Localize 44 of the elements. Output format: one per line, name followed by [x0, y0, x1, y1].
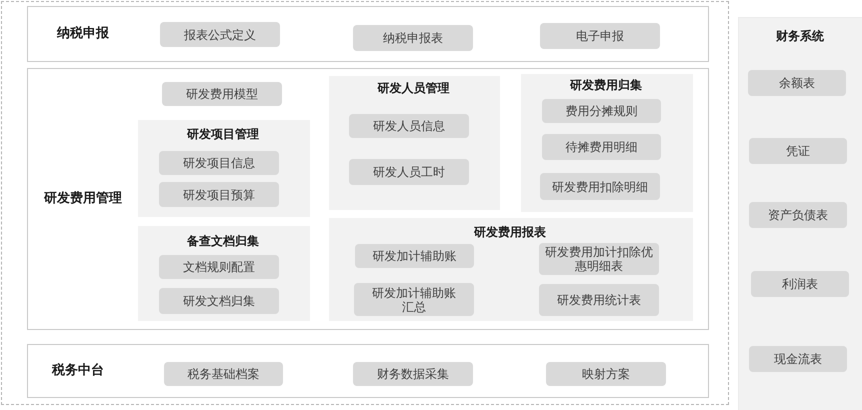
function-box: 待摊费用明细	[542, 134, 661, 160]
group-title: 财务系统	[775, 28, 825, 44]
dashed-frame	[1, 1, 729, 405]
function-box: 费用分摊规则	[542, 99, 661, 123]
layer-title: 税务中台	[50, 362, 105, 380]
function-box: 税务基础档案	[164, 362, 283, 386]
function-box: 研发文档归集	[159, 288, 279, 314]
function-box: 映射方案	[546, 362, 666, 386]
group-title: 研发费用报表	[472, 224, 547, 240]
function-box: 研发费用加计扣除优惠明细表	[539, 243, 659, 275]
function-box: 研发人员信息	[349, 114, 469, 138]
function-box: 研发项目预算	[159, 182, 279, 207]
function-box: 凭证	[749, 138, 847, 164]
function-box: 利润表	[751, 271, 849, 297]
function-box: 报表公式定义	[160, 22, 280, 47]
group-title: 备查文档归集	[186, 233, 260, 249]
function-box: 研发加计辅助账	[355, 244, 474, 268]
function-box: 研发项目信息	[159, 151, 279, 175]
function-box: 余额表	[748, 70, 846, 96]
function-box: 纳税申报表	[353, 25, 473, 51]
layer-title: 研发费用管理	[42, 190, 123, 208]
module-group-panel	[138, 120, 310, 217]
function-box: 电子申报	[540, 23, 660, 49]
layer-panel	[27, 6, 709, 62]
function-box: 研发人员工时	[349, 159, 469, 185]
function-box: 研发费用扣除明细	[540, 173, 660, 200]
function-box: 资产负债表	[749, 202, 847, 228]
module-group-panel	[138, 226, 310, 321]
function-box: 研发费用统计表	[539, 284, 659, 316]
layer-panel	[27, 68, 709, 330]
function-box: 研发加计辅助账汇总	[354, 283, 474, 316]
function-box: 文档规则配置	[159, 255, 279, 279]
layer-panel	[27, 344, 709, 398]
module-group-panel	[521, 74, 693, 212]
group-title: 研发项目管理	[186, 126, 260, 142]
group-title: 研发人员管理	[376, 80, 450, 96]
module-group-panel	[329, 218, 693, 321]
function-box: 财务数据采集	[353, 362, 473, 386]
function-box: 研发费用模型	[162, 82, 282, 106]
layer-title: 纳税申报	[56, 25, 110, 43]
group-title: 研发费用归集	[568, 77, 643, 93]
function-box: 现金流表	[749, 346, 847, 372]
module-group-panel	[329, 76, 500, 210]
side-panel	[738, 17, 862, 410]
